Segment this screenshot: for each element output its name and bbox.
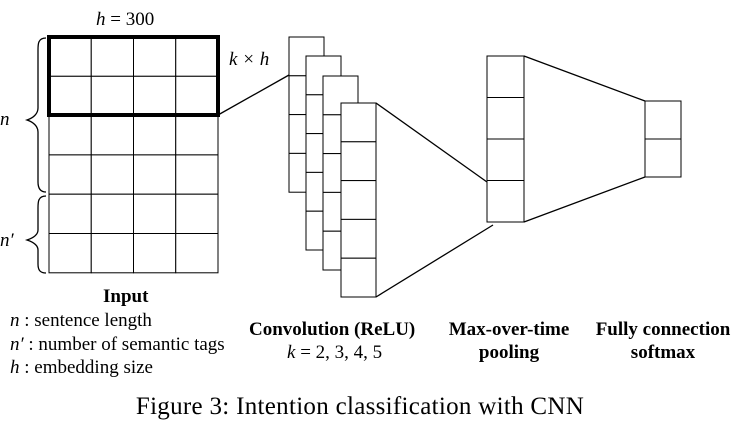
legend-n: n : sentence length — [10, 310, 152, 331]
input-cell — [175, 36, 219, 77]
input-cell — [48, 154, 92, 195]
input-cell — [133, 75, 177, 117]
input-cell — [133, 154, 177, 195]
legend-h: h : embedding size — [10, 357, 153, 378]
pool-to-fc-line-top — [523, 55, 646, 102]
input-cell — [175, 75, 219, 117]
input-cell — [175, 154, 219, 195]
input-title: Input — [103, 286, 149, 307]
fc-title: Fully connection — [596, 319, 731, 340]
input-cell — [133, 193, 177, 234]
legend-n-prime: n′ : number of semantic tags — [10, 334, 225, 355]
input-cell — [90, 36, 134, 77]
input-matrix — [48, 36, 219, 274]
input-cell — [90, 75, 134, 117]
input-cell — [175, 233, 219, 274]
fc-cell — [644, 138, 682, 178]
conv-cell — [340, 257, 377, 298]
h-value: = 300 — [106, 9, 155, 30]
conv-to-pool-line-bottom — [375, 224, 494, 298]
conv-title: Convolution (ReLU) — [249, 319, 415, 340]
input-cell — [90, 193, 134, 234]
pool-title-2: pooling — [479, 342, 540, 363]
fc-title-2: softmax — [631, 342, 696, 363]
pool-to-fc-line-bottom — [523, 176, 646, 223]
input-cell — [48, 115, 92, 156]
conv-feature-maps — [288, 36, 377, 298]
input-cell — [90, 154, 134, 195]
n-prime-label: n′ — [0, 230, 15, 251]
kxh-label: k × h — [229, 49, 269, 70]
fc-vector — [644, 100, 682, 178]
input-cell — [48, 193, 92, 234]
conv-cell — [340, 180, 377, 220]
pool-title: Max-over-time — [449, 319, 570, 340]
input-cell — [90, 115, 134, 156]
input-cell — [133, 36, 177, 77]
conv-cell — [340, 141, 377, 182]
input-cell — [90, 233, 134, 274]
input-cell — [133, 233, 177, 274]
conv-cell — [340, 218, 377, 259]
pool-cell — [486, 180, 525, 223]
h-label: h = 300 — [96, 9, 154, 30]
conv-cell — [340, 102, 377, 143]
input-cell — [48, 75, 92, 117]
fc-cell — [644, 100, 682, 140]
pool-cell — [486, 55, 525, 98]
conv-to-pool-line-top — [375, 102, 488, 183]
n-label: n — [0, 109, 10, 130]
pool-cell — [486, 138, 525, 181]
input-cell — [48, 36, 92, 77]
input-cell — [48, 233, 92, 274]
input-to-conv-line — [217, 74, 290, 116]
conv-k-values: k = 2, 3, 4, 5 — [287, 342, 382, 363]
input-window-highlight — [47, 35, 220, 117]
input-cell — [175, 115, 219, 156]
input-cell — [133, 115, 177, 156]
brace-n-prime — [24, 195, 47, 274]
pool-cell — [486, 97, 525, 140]
brace-n — [24, 37, 47, 193]
figure-caption: Figure 3: Intention classification with … — [136, 393, 584, 420]
pooling-vector — [486, 55, 525, 223]
input-cell — [175, 193, 219, 234]
